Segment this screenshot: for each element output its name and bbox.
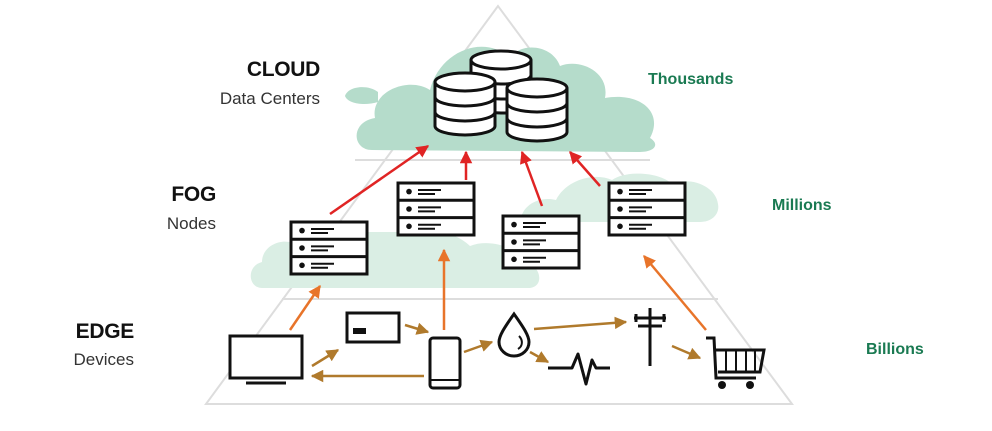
cloud-scale-count: Thousands	[648, 71, 734, 88]
fog-tier-title: FOG	[171, 183, 216, 206]
fog-scale-count: Millions	[772, 197, 832, 214]
fog-to-cloud-links	[329, 144, 601, 216]
fog-tier-subtitle: Nodes	[166, 214, 216, 233]
shopping-cart-icon	[706, 336, 766, 389]
heartbeat-icon	[548, 352, 610, 386]
edge-to-fog-links	[288, 248, 707, 331]
water-drop-icon	[497, 311, 531, 358]
server-icon	[289, 220, 369, 276]
smartphone-icon	[428, 336, 462, 390]
card-icon	[345, 311, 401, 344]
cloud-tier-subtitle: Data Centers	[219, 89, 320, 108]
cloud-tier-title: CLOUD	[246, 58, 320, 81]
server-icon	[607, 181, 687, 237]
utility-pole-icon	[634, 308, 666, 366]
edge-tier-subtitle: Devices	[73, 350, 134, 369]
edge-device-links	[310, 316, 702, 383]
server-icon	[501, 214, 581, 270]
monitor-icon	[228, 334, 304, 385]
edge-tier-title: EDGE	[75, 320, 135, 343]
server-icon	[396, 181, 476, 237]
edge-scale-count: Billions	[866, 341, 924, 358]
